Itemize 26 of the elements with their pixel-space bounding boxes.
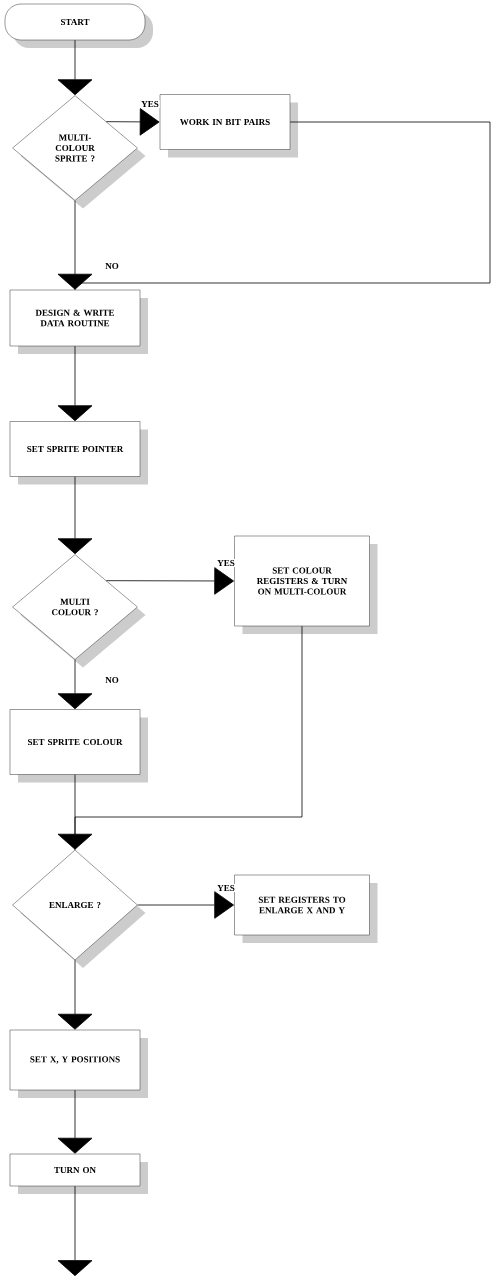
edge-label: YES (216, 559, 236, 568)
arrow (137, 891, 234, 919)
arrow (57, 1185, 93, 1277)
arrow (105, 108, 160, 136)
arrow (57, 1089, 93, 1154)
edge-label: NO (104, 676, 120, 685)
arrow (57, 39, 93, 96)
arrow (57, 774, 93, 850)
process-box: SET COLOUR REGISTERS & TURN ON MULTI-COLOUR (234, 535, 378, 634)
edge-label: YES (216, 884, 236, 893)
process-box: WORK IN BIT PAIRS (159, 94, 298, 158)
arrow (57, 959, 93, 1030)
arrow (57, 200, 93, 290)
edge-label: YES (140, 100, 160, 109)
process-box: SET REGISTERS TO ENLARGE X AND Y (234, 874, 378, 943)
arrow (57, 476, 93, 555)
terminal-box: START (4, 3, 153, 48)
process-box: SET SPRITE COLOUR (9, 709, 148, 783)
arrow (105, 567, 234, 595)
arrow (57, 345, 93, 422)
process-box: TURN ON (9, 1153, 148, 1194)
arrow (57, 659, 93, 710)
process-box: SET X, Y POSITIONS (9, 1029, 148, 1098)
edge-label: NO (104, 262, 120, 271)
process-box: SET SPRITE POINTER (9, 421, 148, 485)
process-box: DESIGN & WRITE DATA ROUTINE (9, 289, 148, 354)
